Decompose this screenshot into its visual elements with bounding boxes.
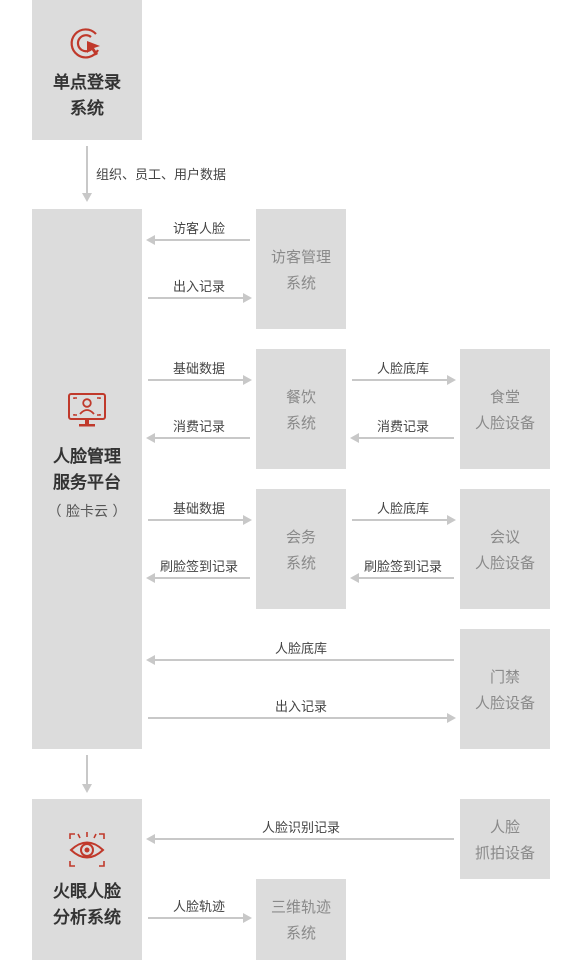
- trajectory-system-box: 三维轨迹 系统: [256, 879, 346, 960]
- cursor-click-icon: [70, 28, 100, 59]
- meeting-title-line2: 系统: [285, 554, 316, 572]
- capture-device-line2: 抓拍设备: [474, 844, 535, 862]
- canteen-record-label: 消费记录: [376, 420, 429, 435]
- trajectory-title-line2: 系统: [285, 924, 316, 942]
- meeting-base-label: 基础数据: [172, 502, 225, 517]
- capture-record-label: 人脸识别记录: [261, 821, 340, 836]
- meeting-title-line1: 会务: [285, 528, 316, 546]
- arrow-meeting-record: [146, 573, 250, 583]
- meeting-device-line2: 人脸设备: [474, 554, 535, 572]
- catering-title-line2: 系统: [285, 414, 316, 432]
- arrow-canteen-record: [350, 433, 454, 443]
- trajectory-label: 人脸轨迹: [172, 900, 225, 915]
- flow-top-label: 组织、员工、用户数据: [96, 168, 227, 183]
- visitor-record-label: 出入记录: [172, 280, 225, 295]
- arrow-capture-record: [146, 834, 454, 844]
- arrow-meeting-base: [148, 515, 252, 525]
- arrow-visitor-face: [146, 235, 250, 245]
- catering-base-label: 基础数据: [172, 362, 225, 377]
- analysis-title-line1: 火眼人脸: [53, 882, 121, 902]
- canteen-device-line1: 食堂: [489, 388, 520, 406]
- meeting-system-box: 会务 系统: [256, 489, 346, 609]
- access-record-label: 出入记录: [274, 700, 327, 715]
- meeting-device-box: 会议 人脸设备: [460, 489, 550, 609]
- catering-system-box: 餐饮 系统: [256, 349, 346, 469]
- visitor-title-line1: 访客管理: [270, 248, 331, 266]
- arrow-trajectory: [148, 913, 252, 923]
- meeting-device-line1: 会议: [489, 528, 520, 546]
- eye-scan-icon: [69, 832, 105, 867]
- analysis-system-box: 火眼人脸 分析系统: [32, 799, 142, 960]
- canteen-device-box: 食堂 人脸设备: [460, 349, 550, 469]
- arrow-canteen-face: [352, 375, 456, 385]
- platform-subtitle: （ 脸卡云 ）: [47, 504, 127, 520]
- arrow-platform-to-analysis: [82, 755, 92, 793]
- meeting-device-record-label: 刷脸签到记录: [363, 560, 442, 575]
- analysis-title-line2: 分析系统: [53, 908, 121, 928]
- access-device-line2: 人脸设备: [474, 694, 535, 712]
- sso-system-box: 单点登录 系统: [32, 0, 142, 140]
- access-face-label: 人脸底库: [274, 642, 327, 657]
- visitor-face-label: 访客人脸: [172, 222, 225, 237]
- catering-title-line1: 餐饮: [285, 388, 316, 406]
- sso-title-line2: 系统: [70, 99, 104, 119]
- catering-record-label: 消费记录: [172, 420, 225, 435]
- canteen-device-line2: 人脸设备: [474, 414, 535, 432]
- arrow-meeting-device-record: [350, 573, 454, 583]
- arrow-catering-record: [146, 433, 250, 443]
- capture-device-box: 人脸 抓拍设备: [460, 799, 550, 879]
- arrow-sso-to-platform: [82, 146, 92, 202]
- arrow-meeting-face: [352, 515, 456, 525]
- platform-title-line2: 服务平台: [53, 473, 121, 493]
- arrow-catering-base: [148, 375, 252, 385]
- capture-device-line1: 人脸: [489, 818, 520, 836]
- trajectory-title-line1: 三维轨迹: [270, 898, 331, 916]
- access-device-box: 门禁 人脸设备: [460, 629, 550, 749]
- access-device-line1: 门禁: [489, 668, 520, 686]
- arrow-visitor-record: [148, 293, 252, 303]
- sso-title-line1: 单点登录: [53, 73, 121, 93]
- platform-box: 人脸管理 服务平台 （ 脸卡云 ）: [32, 209, 142, 749]
- canteen-face-label: 人脸底库: [376, 362, 429, 377]
- face-monitor-icon: [68, 393, 106, 427]
- visitor-title-line2: 系统: [285, 274, 316, 292]
- meeting-face-label: 人脸底库: [376, 502, 429, 517]
- arrow-access-face: [146, 655, 454, 665]
- arrow-access-record: [148, 713, 456, 723]
- visitor-system-box: 访客管理 系统: [256, 209, 346, 329]
- platform-title-line1: 人脸管理: [53, 447, 121, 467]
- meeting-record-label: 刷脸签到记录: [159, 560, 238, 575]
